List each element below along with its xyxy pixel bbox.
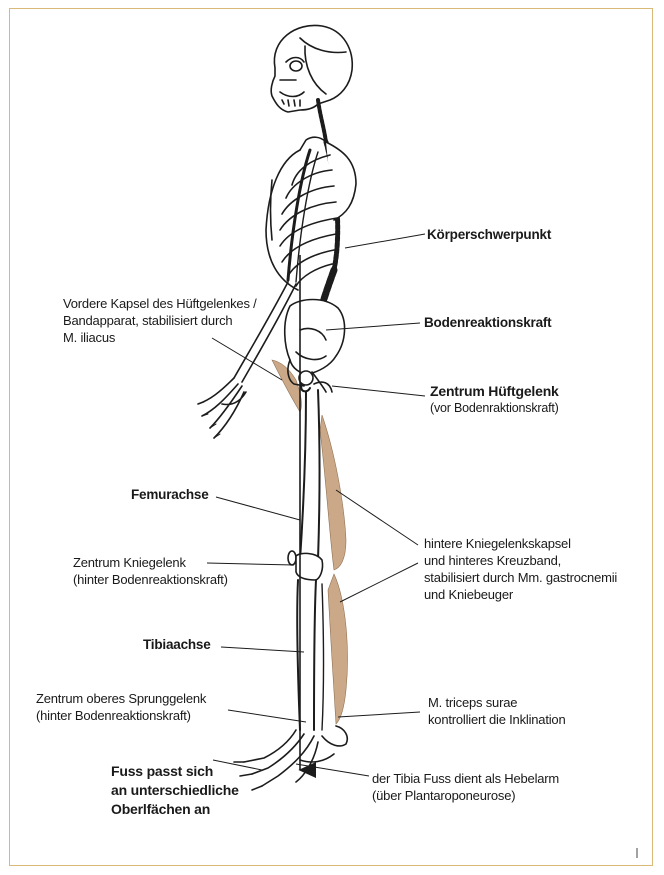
muscles [272, 360, 348, 724]
label-line: an unterschiedliche [111, 781, 239, 800]
label-line: Bandapparat, stabilisiert durch [63, 312, 257, 329]
label-line: und hinteres Kreuzband, [424, 552, 617, 569]
label-zentrum-kniegelenk: Zentrum Kniegelenk (hinter Bodenreaktion… [73, 554, 228, 588]
label-line: (hinter Bodenreaktionskraft) [73, 571, 228, 588]
pelvis [285, 300, 345, 375]
label-fuss-passt-sich: Fuss passt sich an unterschiedliche Ober… [111, 762, 239, 819]
label-vordere-kapsel: Vordere Kapsel des Hüftgelenkes / Bandap… [63, 295, 257, 346]
label-tibiaachse: Tibiaachse [143, 636, 211, 653]
skeleton [198, 25, 356, 790]
label-line: M. iliacus [63, 329, 257, 346]
hand [198, 378, 246, 438]
label-triceps-surae: M. triceps surae kontrolliert die Inklin… [428, 694, 565, 728]
label-line: M. triceps surae [428, 694, 565, 711]
label-line: und Kniebeuger [424, 586, 617, 603]
label-line: Zentrum Hüftgelenk [430, 383, 559, 400]
label-line: Oberlfächen an [111, 800, 239, 819]
label-line: Zentrum oberes Sprunggelenk [36, 690, 206, 707]
label-hintere-kniegelenkskapsel: hintere Kniegelenkskapsel und hinteres K… [424, 535, 617, 603]
label-line: Zentrum Kniegelenk [73, 554, 228, 571]
label-zentrum-hueftgelenk: Zentrum Hüftgelenk (vor Bodenraktionskra… [430, 383, 559, 417]
gastrocnemius-muscle [328, 574, 348, 724]
femur [300, 382, 320, 560]
label-bodenreaktionskraft: Bodenreaktionskraft [424, 314, 551, 331]
label-line: kontrolliert die Inklination [428, 711, 565, 728]
cervical-spine [318, 100, 326, 142]
label-femurachse: Femurachse [131, 486, 209, 503]
label-line: hintere Kniegelenkskapsel [424, 535, 617, 552]
scapula [326, 142, 356, 220]
humerus [288, 150, 310, 280]
label-line: Vordere Kapsel des Hüftgelenkes / [63, 295, 257, 312]
thigh-muscle [320, 415, 346, 570]
sternum [271, 180, 273, 240]
patella [288, 551, 296, 565]
label-line: der Tibia Fuss dient als Hebelarm [372, 770, 559, 787]
label-line: (vor Bodenraktionskraft) [430, 400, 559, 417]
label-line: (hinter Bodenreaktionskraft) [36, 707, 206, 724]
ribcage [266, 137, 337, 290]
label-line: Fuss passt sich [111, 762, 239, 781]
label-koerperschwerpunkt: Körperschwerpunkt [427, 226, 551, 243]
label-zentrum-osg: Zentrum oberes Sprunggelenk (hinter Bode… [36, 690, 206, 724]
skull [271, 25, 352, 112]
label-line: stabilisiert durch Mm. gastrocnemii [424, 569, 617, 586]
fibula [322, 584, 324, 730]
label-hebelarm: der Tibia Fuss dient als Hebelarm (über … [372, 770, 559, 804]
label-line: (über Plantaroponeurose) [372, 787, 559, 804]
